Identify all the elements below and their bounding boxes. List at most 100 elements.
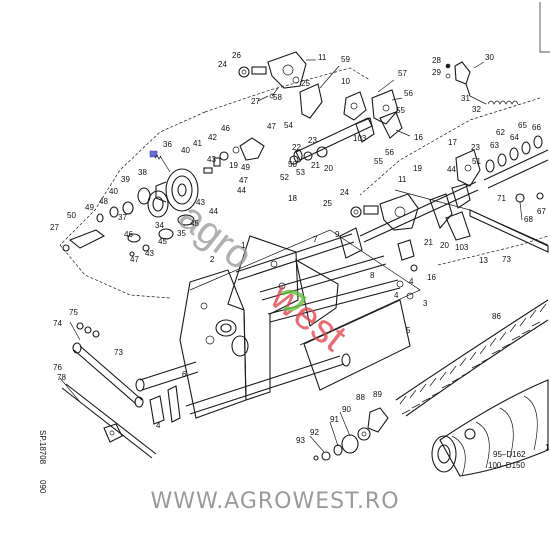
part-label: 56 bbox=[385, 148, 394, 157]
part-label: 45 bbox=[158, 237, 167, 246]
part-label: 63 bbox=[490, 141, 499, 150]
part-label: 93 bbox=[296, 436, 305, 445]
part-label: 4 bbox=[394, 291, 399, 300]
part-label: 73 bbox=[502, 255, 511, 264]
auger-assembly bbox=[395, 299, 549, 477]
part-label: 37 bbox=[118, 213, 127, 222]
part-label: 6 bbox=[182, 370, 187, 379]
part-label: 71 bbox=[497, 194, 506, 203]
part-label: 50 bbox=[67, 211, 76, 220]
part-label: 5 bbox=[406, 326, 411, 335]
part-label: 32 bbox=[472, 105, 481, 114]
top-bracket-assembly bbox=[238, 51, 340, 119]
part-label: 39 bbox=[121, 175, 130, 184]
part-label: 103 bbox=[455, 243, 469, 252]
part-label: 53 bbox=[296, 168, 305, 177]
part-label: 23 bbox=[471, 143, 480, 152]
part-label: 40 bbox=[181, 146, 190, 155]
part-label: 103 bbox=[353, 134, 367, 143]
part-label: 86 bbox=[492, 312, 501, 321]
part-label: 19 bbox=[229, 161, 238, 170]
part-label: 45 bbox=[190, 219, 199, 228]
part-label: 74 bbox=[53, 319, 62, 328]
upper-shaft-assembly bbox=[289, 79, 411, 165]
part-label: 46 bbox=[124, 230, 133, 239]
part-label: 73 bbox=[114, 348, 123, 357]
part-label: 65 bbox=[518, 121, 527, 130]
part-label: 26 bbox=[232, 51, 241, 60]
part-label: 3 bbox=[423, 299, 428, 308]
part-label: 50 bbox=[288, 160, 297, 169]
part-label: 68 bbox=[524, 215, 533, 224]
part-label: 1 bbox=[241, 241, 246, 250]
part-label: 67 bbox=[537, 207, 546, 216]
part-label: 17 bbox=[448, 138, 457, 147]
part-label: 20 bbox=[324, 164, 333, 173]
part-label: 1 bbox=[545, 443, 550, 452]
part-label: 21 bbox=[311, 161, 320, 170]
part-label: 48 bbox=[99, 197, 108, 206]
part-label: 19 bbox=[413, 164, 422, 173]
part-label: 49 bbox=[85, 203, 94, 212]
part-label: 8 bbox=[370, 271, 375, 280]
spring-assembly bbox=[445, 61, 519, 105]
part-label: 22 bbox=[292, 143, 301, 152]
part-label: 29 bbox=[432, 68, 441, 77]
part-label: 47 bbox=[267, 122, 276, 131]
part-label: 59 bbox=[341, 55, 350, 64]
part-label: 76 bbox=[53, 363, 62, 372]
part-label: 11 bbox=[398, 175, 407, 184]
part-label: 25 bbox=[323, 199, 332, 208]
part-label: 46 bbox=[221, 124, 230, 133]
part-label: 7 bbox=[313, 235, 318, 244]
part-label: 30 bbox=[485, 53, 494, 62]
middle-right-assembly bbox=[339, 181, 479, 272]
part-label: 20 bbox=[440, 241, 449, 250]
part-label: 42 bbox=[208, 133, 217, 142]
part-label: 21 bbox=[424, 238, 433, 247]
part-label: 16 bbox=[414, 133, 423, 142]
part-label: 24 bbox=[340, 188, 349, 197]
part-label: 9 bbox=[335, 230, 340, 239]
part-label: 49 bbox=[241, 163, 250, 172]
part-label: 40 bbox=[109, 187, 118, 196]
bottom-small-parts bbox=[309, 407, 389, 461]
part-label: 44 bbox=[447, 165, 456, 174]
part-label: 57 bbox=[398, 69, 407, 78]
part-label: 56 bbox=[404, 89, 413, 98]
part-label: 41 bbox=[193, 139, 202, 148]
part-label: 47 bbox=[130, 255, 139, 264]
part-label: 43 bbox=[196, 198, 205, 207]
part-label: 44 bbox=[237, 186, 246, 195]
part-label: 16 bbox=[427, 273, 436, 282]
part-label: 2 bbox=[210, 255, 215, 264]
part-label: 58 bbox=[273, 93, 282, 102]
part-label: 38 bbox=[138, 168, 147, 177]
right-upper-assembly bbox=[455, 135, 549, 253]
main-frame bbox=[135, 233, 414, 425]
part-label: 55 bbox=[396, 106, 405, 115]
part-label: 78 bbox=[57, 373, 66, 382]
part-label: 47 bbox=[239, 176, 248, 185]
part-label: 25 bbox=[301, 79, 310, 88]
part-label: 95–D162 bbox=[493, 450, 526, 459]
part-label: 31 bbox=[461, 94, 470, 103]
part-label: 62 bbox=[496, 128, 505, 137]
part-label: 52 bbox=[280, 173, 289, 182]
part-label: 34 bbox=[155, 221, 164, 230]
part-label: 13 bbox=[479, 256, 488, 265]
footer-website: WWW.AGROWEST.RO bbox=[150, 489, 400, 514]
drawing-code: SP.18708 bbox=[38, 430, 47, 465]
part-label: 27 bbox=[251, 97, 260, 106]
part-label: 4 bbox=[409, 277, 414, 286]
part-label: 51 bbox=[472, 157, 481, 166]
part-label: 89 bbox=[373, 390, 382, 399]
part-label: 28 bbox=[432, 56, 441, 65]
part-label: 27 bbox=[50, 223, 59, 232]
part-label: 23 bbox=[308, 136, 317, 145]
part-label: 90 bbox=[342, 405, 351, 414]
part-label: 35 bbox=[177, 229, 186, 238]
part-label: 4 bbox=[156, 421, 161, 430]
